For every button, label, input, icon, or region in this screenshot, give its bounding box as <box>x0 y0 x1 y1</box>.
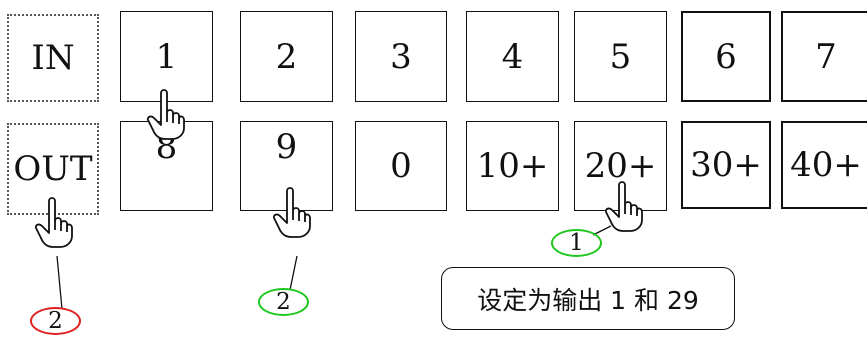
key-1[interactable]: 1 <box>120 11 213 102</box>
key-6-label: 6 <box>715 36 737 77</box>
key-7[interactable]: 7 <box>781 11 867 102</box>
pointing-hand-icon <box>146 88 186 142</box>
out-mode-label: OUT <box>13 149 93 189</box>
key-20-plus-label: 20+ <box>584 146 657 186</box>
instruction-note-text: 设定为输出 1 和 29 <box>477 285 699 315</box>
key-10-plus[interactable]: 10+ <box>466 121 559 211</box>
pointing-hand-icon <box>272 186 312 240</box>
leader-line-9 <box>289 255 298 291</box>
step-marker-2-green: 2 <box>258 288 309 316</box>
key-0-label: 0 <box>390 146 412 186</box>
step-marker-2-green-label: 2 <box>276 288 291 315</box>
key-3-label: 3 <box>390 36 412 77</box>
key-0[interactable]: 0 <box>355 121 447 211</box>
step-marker-2-red: 2 <box>30 307 81 335</box>
out-mode-button[interactable]: OUT <box>7 123 99 215</box>
pointing-hand-icon <box>604 180 644 234</box>
key-5-label: 5 <box>609 36 632 77</box>
key-30-plus-label: 30+ <box>690 145 762 185</box>
step-marker-1-label: 1 <box>569 229 584 256</box>
key-2-label: 2 <box>275 36 298 77</box>
key-30-plus[interactable]: 30+ <box>681 121 771 209</box>
key-4[interactable]: 4 <box>466 11 559 102</box>
key-2[interactable]: 2 <box>240 11 333 102</box>
key-9-label: 9 <box>275 127 298 167</box>
in-mode-button[interactable]: IN <box>7 14 99 102</box>
key-40-plus[interactable]: 40+ <box>781 121 867 209</box>
pointing-hand-icon <box>34 196 74 250</box>
instruction-note: 设定为输出 1 和 29 <box>441 267 735 330</box>
in-mode-label: IN <box>31 38 75 78</box>
leader-line-out <box>56 255 63 310</box>
key-4-label: 4 <box>501 36 524 77</box>
key-6[interactable]: 6 <box>681 11 771 102</box>
key-7-label: 7 <box>815 36 837 77</box>
key-40-plus-label: 40+ <box>790 145 862 185</box>
step-marker-1: 1 <box>551 229 602 257</box>
key-3[interactable]: 3 <box>355 11 447 102</box>
key-5[interactable]: 5 <box>574 11 667 102</box>
step-marker-2-red-label: 2 <box>48 307 63 334</box>
key-1-label: 1 <box>155 36 178 77</box>
key-10-plus-label: 10+ <box>476 146 549 186</box>
